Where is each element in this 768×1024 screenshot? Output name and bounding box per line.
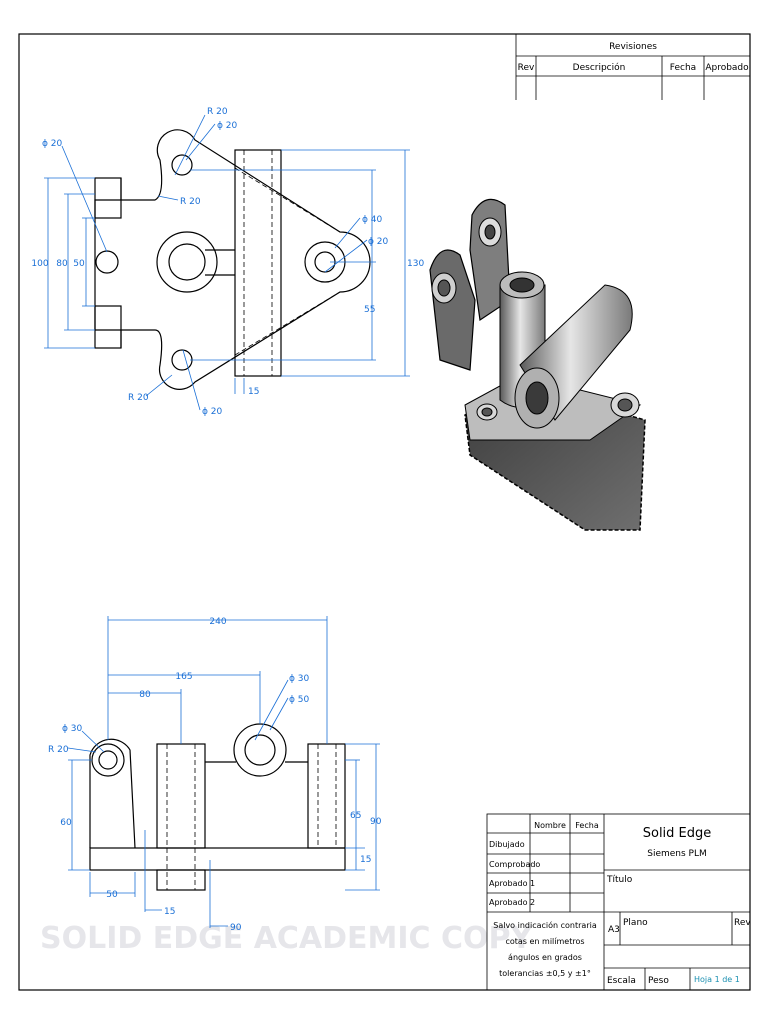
top-left-hole <box>95 250 119 274</box>
dim-r20-mid: R 20 <box>180 197 201 207</box>
tb-col-date: Fecha <box>575 821 599 830</box>
top-left-ear-upper <box>94 177 122 219</box>
sheet-border <box>18 33 751 991</box>
dim-65: 65 <box>350 811 361 821</box>
tb-row-approved2: Aprobado 2 <box>489 898 535 907</box>
top-left-ear-lower <box>94 305 122 349</box>
dim-130: 130 <box>407 259 424 269</box>
dim-r20-bottom: R 20 <box>128 393 149 403</box>
tb-note-1: Salvo indicación contraria <box>493 920 597 930</box>
dim-r20-left: R 20 <box>48 745 69 755</box>
revisions-table: Revisiones Rev Descripción Fecha Aprobad… <box>515 34 750 100</box>
tb-weight-label: Peso <box>648 976 669 986</box>
top-plate-outline <box>94 129 371 390</box>
tb-scale-label: Escala <box>607 976 636 986</box>
dim-d30-left: ϕ 30 <box>62 724 83 734</box>
front-right-boss <box>233 723 287 777</box>
dim-d50-right: ϕ 50 <box>289 695 310 705</box>
tb-row-checked: Comprobado <box>489 860 540 869</box>
front-center-block <box>156 743 206 849</box>
front-left-lug <box>89 738 136 849</box>
revisions-col-approved: Aprobado <box>705 63 749 73</box>
dim-d30-right: ϕ 30 <box>289 674 310 684</box>
front-view: 240 165 80 ϕ 30 ϕ 50 ϕ 30 R 20 60 50 15 … <box>48 616 382 933</box>
tb-rev-label: Rev <box>734 918 751 928</box>
isometric-view <box>429 198 646 531</box>
dim-15-front: 15 <box>164 907 175 917</box>
front-right-block <box>307 743 346 849</box>
tb-plan-label: Plano <box>623 918 648 928</box>
watermark: SOLID EDGE ACADEMIC COPY <box>40 921 534 956</box>
top-center-hole <box>168 243 206 281</box>
top-upper-hole <box>171 154 193 176</box>
tb-sheet: Hoja 1 de 1 <box>694 975 740 984</box>
title-block: Nombre Fecha Dibujado Comprobado Aprobad… <box>486 813 751 991</box>
dim-15-top: 15 <box>248 387 259 397</box>
dim-50-front: 50 <box>106 890 118 900</box>
dim-90-right: 90 <box>370 817 382 827</box>
dim-15-right: 15 <box>360 855 371 865</box>
dim-60: 60 <box>60 818 72 828</box>
dim-d20-top: ϕ 20 <box>217 121 238 131</box>
top-lower-hole <box>171 349 193 371</box>
dim-100: 100 <box>31 259 48 269</box>
dim-d20-right: ϕ 20 <box>368 237 389 247</box>
tb-company: Solid Edge <box>643 826 712 841</box>
tb-note-4: tolerancias ±0,5 y ±1° <box>499 969 591 978</box>
tb-row-approved1: Aprobado 1 <box>489 879 535 888</box>
tb-company-sub: Siemens PLM <box>647 849 707 859</box>
tb-title-label: Título <box>606 875 633 885</box>
revisions-col-rev: Rev <box>518 63 535 73</box>
tb-size: A3 <box>608 925 620 935</box>
front-base-plate <box>89 847 346 871</box>
dim-90-front: 90 <box>230 923 242 933</box>
tb-col-name: Nombre <box>534 821 566 830</box>
top-cylinder <box>234 149 282 377</box>
dim-d40-right: ϕ 40 <box>362 215 383 225</box>
revisions-col-desc: Descripción <box>573 62 626 73</box>
dim-d20-bottom: ϕ 20 <box>202 407 223 417</box>
dim-d20-left: ϕ 20 <box>42 139 63 149</box>
dim-80: 80 <box>56 259 68 269</box>
tb-row-drawn: Dibujado <box>489 840 525 849</box>
tb-note-3: ángulos en grados <box>508 953 582 962</box>
revisions-col-date: Fecha <box>670 63 696 73</box>
dim-50: 50 <box>73 259 85 269</box>
dim-55: 55 <box>364 305 375 315</box>
revisions-title: Revisiones <box>609 42 657 52</box>
dim-165: 165 <box>175 672 192 682</box>
top-view: 100 80 50 130 55 15 ϕ 20 R 20 ϕ 20 R 20 … <box>31 107 424 417</box>
tb-note-2: cotas en milímetros <box>505 937 584 946</box>
dim-80-front: 80 <box>139 690 151 700</box>
dim-r20-top: R 20 <box>207 107 228 117</box>
top-center-boss <box>156 231 218 293</box>
dim-240: 240 <box>209 617 226 627</box>
